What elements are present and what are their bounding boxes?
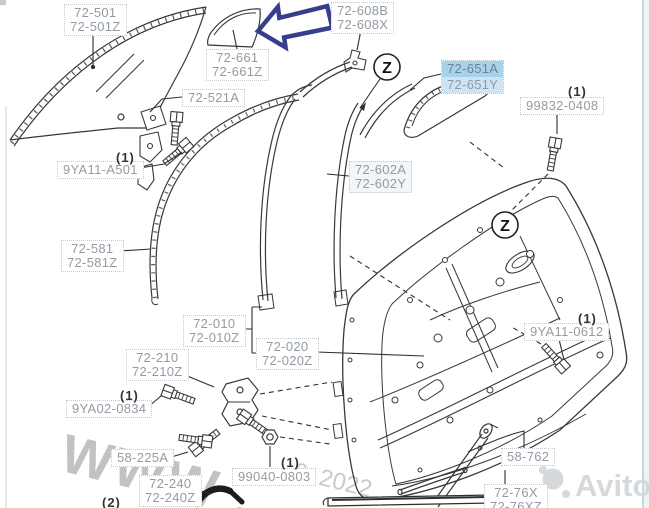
part-number: 72-210 bbox=[136, 350, 179, 365]
part-label-72-651A-highlighted: 72-651A 72-651Y bbox=[441, 60, 505, 94]
part-label-72-661: 72-661 72-661Z bbox=[206, 49, 269, 81]
part-number: 58-762 bbox=[507, 449, 550, 464]
part-label-72-608B: 72-608B 72-608X bbox=[331, 2, 395, 34]
sash-strips-drawing bbox=[257, 61, 416, 311]
part-number-alt: 72-240Z bbox=[145, 490, 196, 505]
part-number-alt: 72-210Z bbox=[132, 364, 183, 379]
part-number: 72-608B bbox=[337, 3, 389, 18]
part-number-alt: 72-581Z bbox=[67, 255, 118, 270]
part-label-72-581: 72-581 72-581Z bbox=[61, 240, 124, 272]
part-label-58-225A: 58-225A bbox=[111, 449, 175, 467]
view-marker-z-top: Z bbox=[373, 53, 401, 81]
part-number: 72-602A bbox=[355, 162, 407, 177]
part-number: 72-76X bbox=[494, 485, 538, 500]
qty-9YA11-A501: (1) bbox=[116, 150, 135, 165]
impact-rod-drawing bbox=[397, 466, 468, 496]
part-label-58-762: 58-762 bbox=[501, 448, 556, 466]
part-label-72-210: 72-210 72-210Z bbox=[126, 349, 189, 381]
qty-99040-0803: (1) bbox=[281, 455, 300, 470]
part-number: 58-225A bbox=[117, 450, 169, 465]
part-number-alt: 72-602Y bbox=[355, 176, 407, 191]
part-label-99040-0803: 99040-0803 bbox=[232, 468, 317, 486]
view-marker-z-door: Z bbox=[491, 211, 519, 239]
part-number: 72-521A bbox=[188, 90, 240, 105]
svg-text:Avito: Avito bbox=[575, 468, 649, 503]
part-number: 72-651A bbox=[442, 61, 504, 77]
quarter-glass-drawing bbox=[207, 8, 261, 48]
part-number: 99832-0408 bbox=[526, 98, 599, 113]
part-label-99832-0408: 99832-0408 bbox=[520, 97, 605, 115]
part-number: 72-240 bbox=[149, 476, 192, 491]
part-number: 72-010 bbox=[193, 316, 236, 331]
part-number-alt: 72-010Z bbox=[189, 330, 240, 345]
nut-drawing bbox=[261, 429, 279, 445]
page-border-left bbox=[0, 0, 7, 508]
part-label-9YA11-A501: 9YA11-A501 bbox=[57, 161, 144, 179]
part-label-72-501: 72-501 72-501Z bbox=[64, 4, 127, 36]
part-number-alt: 72-661Z bbox=[212, 64, 263, 79]
part-number: 72-501 bbox=[74, 5, 117, 20]
retainer-clip-drawing bbox=[343, 49, 367, 73]
svg-text:Z: Z bbox=[382, 60, 392, 77]
part-number-alt: 72-608X bbox=[337, 17, 389, 32]
dashed-lines bbox=[259, 141, 549, 445]
part-number: 99040-0803 bbox=[238, 469, 311, 484]
part-label-9YA11-0612: 9YA11-0612 bbox=[524, 323, 610, 341]
part-label-9YA02-0834: 9YA02-0834 bbox=[66, 400, 153, 418]
bolt-glass-holder-drawing bbox=[167, 110, 184, 146]
leader-lines bbox=[90, 29, 565, 495]
bolt-hinge-drawing bbox=[160, 383, 197, 408]
part-label-72-240: 72-240 72-240Z bbox=[139, 475, 202, 507]
part-number-alt: 72-020Z bbox=[262, 353, 313, 368]
part-number: 72-661 bbox=[216, 50, 259, 65]
part-label-72-602A: 72-602A 72-602Y bbox=[349, 161, 413, 193]
bolt-99832-drawing bbox=[543, 136, 563, 173]
part-number: 9YA11-0612 bbox=[530, 324, 604, 339]
qty-9YA11-0612: (1) bbox=[578, 311, 597, 326]
part-number-alt: 72-76XZ bbox=[490, 499, 542, 508]
watermark-avito: Avito bbox=[534, 466, 649, 503]
qty-9YA02-0834: (1) bbox=[120, 388, 139, 403]
part-label-72-020: 72-020 72-020Z bbox=[256, 338, 319, 370]
page-border-right bbox=[642, 0, 649, 508]
part-number: 9YA02-0834 bbox=[72, 401, 147, 416]
part-label-72-010: 72-010 72-010Z bbox=[183, 315, 246, 347]
qty-99832-0408: (1) bbox=[568, 84, 587, 99]
qty-hinge-lower: (2) bbox=[102, 495, 121, 508]
part-number-alt: 72-501Z bbox=[70, 19, 121, 34]
part-number-alt: 72-651Y bbox=[442, 77, 504, 93]
part-label-72-76X: 72-76X 72-76XZ bbox=[484, 484, 548, 508]
part-number: 72-581 bbox=[71, 241, 114, 256]
part-number: 72-020 bbox=[266, 339, 309, 354]
highlight-arrow-icon bbox=[254, 1, 335, 52]
part-label-72-521A: 72-521A bbox=[182, 89, 246, 107]
svg-text:Z: Z bbox=[500, 218, 510, 235]
part-number: 9YA11-A501 bbox=[63, 162, 138, 177]
